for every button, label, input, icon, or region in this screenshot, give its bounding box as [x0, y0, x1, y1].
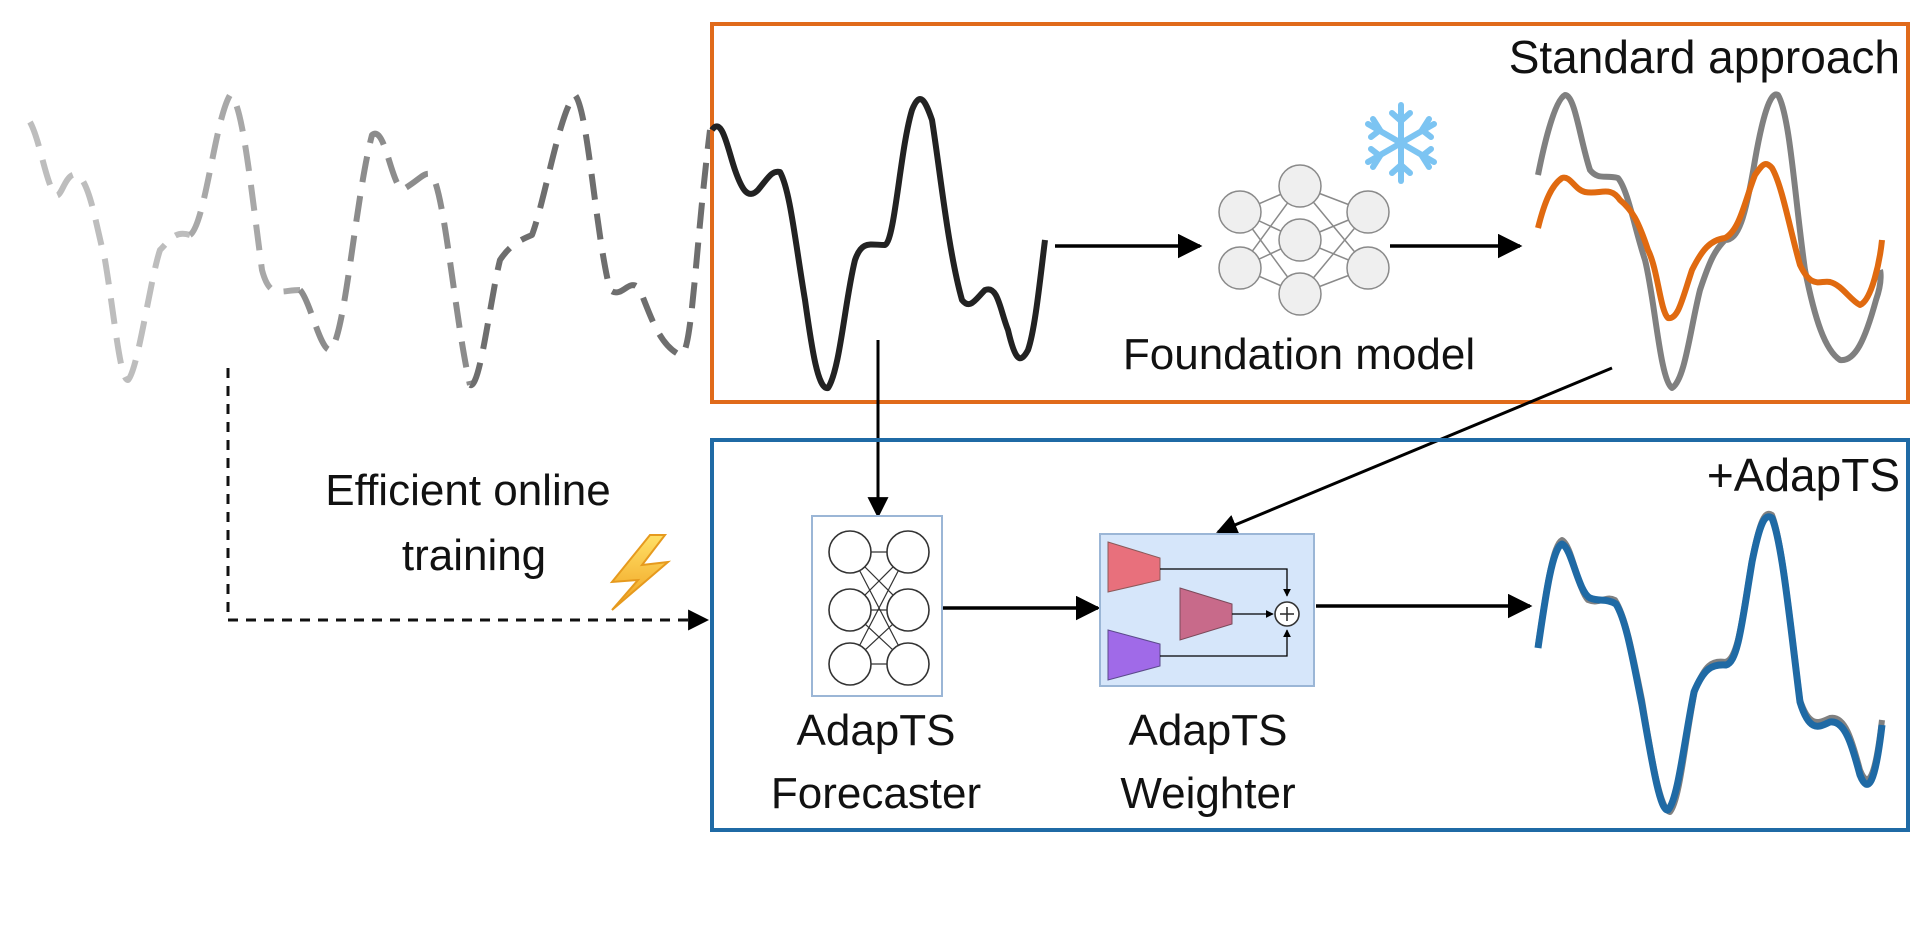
weighter-trapezoid-purple	[1107, 629, 1161, 681]
arrow-forecast-to-weighter	[1216, 366, 1613, 535]
history-segment-2	[187, 92, 301, 295]
weighter-trapezoid-mauve	[1179, 587, 1233, 641]
history-segment-1	[27, 120, 191, 383]
history-series	[27, 92, 713, 389]
adapts-title: +AdapTS	[1707, 449, 1900, 501]
training-label-line2: training	[402, 531, 546, 580]
forecaster-label-line1: AdapTS	[797, 706, 956, 755]
standard-forecast-line	[1535, 161, 1885, 321]
adapts-forecaster-box	[811, 515, 943, 697]
foundation-model-network-icon	[1218, 164, 1390, 316]
standard-ground-truth-line	[1535, 91, 1884, 391]
standard-approach-frame	[710, 22, 1910, 404]
adapts-weighter-box	[1099, 533, 1315, 687]
history-segment-4	[467, 92, 713, 389]
adapts-forecast-line	[1534, 513, 1886, 814]
weighter-trapezoid-red	[1107, 541, 1161, 593]
input-series	[709, 96, 1048, 391]
adapts-ground-truth-line	[1535, 510, 1885, 815]
history-segment-3	[297, 130, 473, 386]
adapts-frame	[710, 438, 1910, 832]
snowflake-icon	[1365, 102, 1437, 184]
standard-approach-title: Standard approach	[1509, 31, 1900, 83]
training-label-line1: Efficient online	[325, 466, 610, 515]
weighter-label-line2: Weighter	[1120, 769, 1295, 818]
foundation-model-label: Foundation model	[1123, 330, 1475, 379]
lightning-icon	[609, 534, 672, 611]
forecaster-label-line2: Forecaster	[771, 769, 981, 818]
weighter-label-line1: AdapTS	[1129, 706, 1288, 755]
online-training-dashed-arrow	[226, 368, 710, 631]
